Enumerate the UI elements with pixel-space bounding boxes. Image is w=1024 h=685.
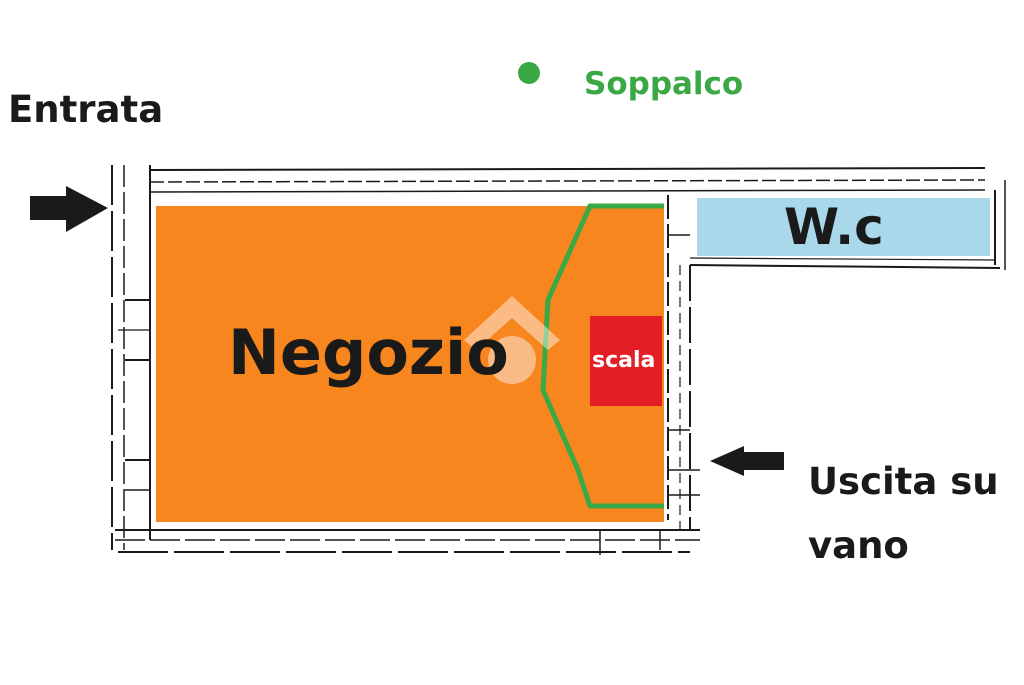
wc-label: W.c	[784, 198, 884, 256]
arrow-right-icon	[30, 186, 108, 232]
arrow-left-icon	[710, 446, 784, 476]
scala-block	[590, 316, 662, 406]
exit-label-line1: Uscita su	[808, 460, 999, 503]
soppalco-outline	[540, 203, 664, 509]
soppalco-label: Soppalco	[584, 66, 744, 102]
scala-label: scala	[592, 348, 656, 373]
house-logo-icon	[464, 296, 560, 384]
exit-label: Uscita su vano	[808, 450, 999, 578]
negozio-label: Negozio	[228, 316, 509, 389]
dot-icon	[518, 62, 540, 84]
entrance-label: Entrata	[8, 88, 164, 131]
walls	[111, 165, 1006, 555]
wc-area	[697, 198, 990, 256]
exit-label-line2: vano	[808, 524, 909, 567]
